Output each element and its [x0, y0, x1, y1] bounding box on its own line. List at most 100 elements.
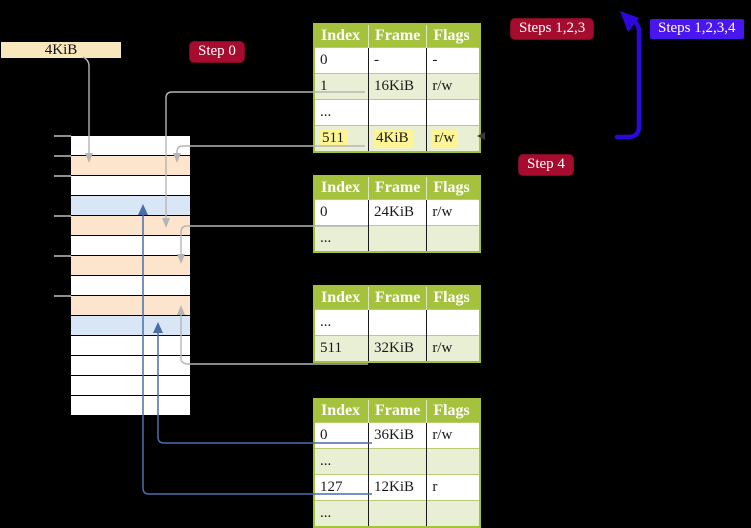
table-cell — [368, 500, 428, 527]
table-row: 0-- — [314, 47, 481, 74]
memory-frame-cell-peach — [71, 216, 190, 236]
memory-frame-cell-white — [71, 396, 190, 416]
memory-frame-cell-peach — [71, 296, 190, 316]
table-row: 511 4KiB r/w — [314, 125, 481, 152]
column-header-frame: Frame — [368, 24, 428, 48]
memory-frame-cell-white — [71, 336, 190, 356]
memory-frame-cell-white — [71, 376, 190, 396]
table-cell: ... — [314, 225, 369, 252]
table-cell — [368, 448, 428, 475]
memory-frame-cell-blue — [71, 196, 190, 216]
table-cell — [426, 225, 481, 252]
table-cell — [426, 99, 481, 126]
table-cell: 36KiB — [368, 422, 428, 449]
column-header-frame: Frame — [368, 286, 428, 310]
column-header-flags: Flags — [426, 286, 481, 310]
memory-frame-cell-white — [71, 356, 190, 376]
column-header-index: Index — [314, 176, 369, 200]
memory-frame-cell-peach — [71, 156, 190, 176]
column-header-flags: Flags — [426, 176, 481, 200]
address-tick — [54, 155, 71, 157]
highlighted-value: 511 — [320, 130, 348, 147]
highlighted-value: r/w — [432, 130, 459, 147]
table-row: ... — [314, 448, 481, 475]
table-cell: 4KiB — [368, 125, 428, 152]
column-header-flags: Flags — [426, 399, 481, 423]
table-cell: 0 — [314, 422, 369, 449]
frame-size-label: 4KiB — [1, 42, 121, 58]
table-cell: ... — [314, 309, 369, 336]
table-row: ... — [314, 225, 481, 252]
physical-memory-column — [71, 135, 190, 416]
table-row: ... — [314, 99, 481, 126]
memory-frame-cell-blue — [71, 316, 190, 336]
badge-steps-1-2-3-4: Steps 1,2,3,4 — [650, 19, 744, 39]
steps-loop-arrow — [614, 11, 642, 140]
table-cell — [368, 309, 428, 336]
table-row: ... — [314, 309, 481, 336]
badge-step-4: Step 4 — [519, 155, 573, 175]
memory-frame-cell-white — [71, 176, 190, 196]
table-cell: 16KiB — [368, 73, 428, 100]
table-cell: 127 — [314, 474, 369, 501]
table-cell: - — [368, 47, 428, 74]
address-tick — [54, 135, 71, 137]
memory-frame-cell-white — [71, 135, 190, 156]
column-header-index: Index — [314, 24, 369, 48]
table-cell: 0 — [314, 47, 369, 74]
address-tick — [54, 255, 71, 257]
table-cell: ... — [314, 500, 369, 527]
column-header-index: Index — [314, 399, 369, 423]
table-cell: r/w — [426, 335, 481, 362]
memory-frame-cell-white — [71, 276, 190, 296]
column-header-flags: Flags — [426, 24, 481, 48]
table-cell: 32KiB — [368, 335, 428, 362]
address-tick — [54, 295, 71, 297]
table-cell: r/w — [426, 422, 481, 449]
table-cell: 1 — [314, 73, 369, 100]
table-cell: 511 — [314, 125, 369, 152]
column-header-frame: Frame — [368, 399, 428, 423]
table-cell: - — [426, 47, 481, 74]
table-cell — [426, 500, 481, 527]
table-cell — [426, 448, 481, 475]
badge-step-0: Step 0 — [190, 42, 244, 62]
table-cell: 0 — [314, 199, 369, 226]
table-cell: r/w — [426, 73, 481, 100]
table-cell — [368, 225, 428, 252]
table-cell: r/w — [426, 199, 481, 226]
badge-steps-1-2-3: Steps 1,2,3 — [511, 19, 594, 39]
address-tick — [54, 215, 71, 217]
table-cell: 12KiB — [368, 474, 428, 501]
table-cell: 24KiB — [368, 199, 428, 226]
memory-frame-cell-white — [71, 236, 190, 256]
table-cell: ... — [314, 448, 369, 475]
memory-frame-cell-peach — [71, 256, 190, 276]
highlighted-value: 4KiB — [374, 130, 413, 147]
table-cell: ... — [314, 99, 369, 126]
table-cell: 511 — [314, 335, 369, 362]
address-tick — [54, 175, 71, 177]
column-header-index: Index — [314, 286, 369, 310]
table-row: ... — [314, 500, 481, 527]
column-header-frame: Frame — [368, 176, 428, 200]
table-cell — [426, 309, 481, 336]
table-cell: r/w — [426, 125, 481, 152]
table-cell — [368, 99, 428, 126]
